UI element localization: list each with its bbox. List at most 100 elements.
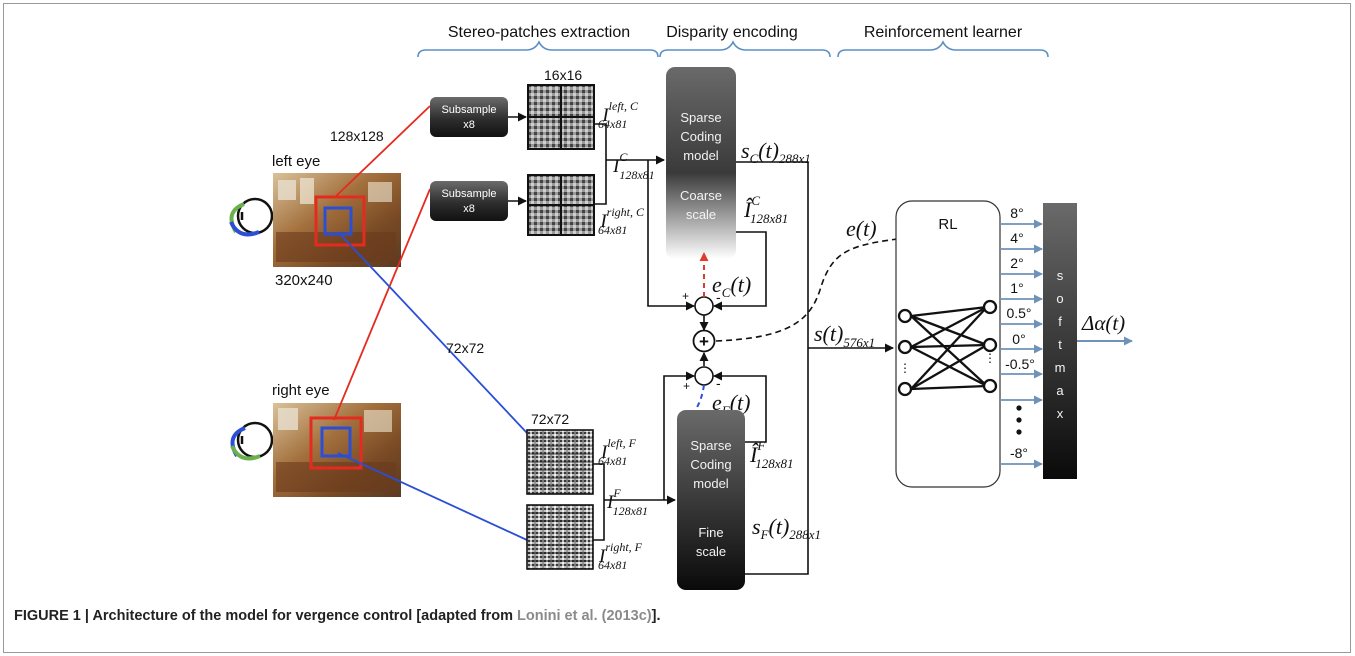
action-label-6: 0° xyxy=(1012,331,1025,347)
error-sum-node xyxy=(692,329,716,353)
svg-text:model: model xyxy=(693,476,729,491)
fine-input-to-error xyxy=(663,371,695,500)
svg-text:Coarse: Coarse xyxy=(680,188,722,203)
action-label-1: 8° xyxy=(1010,205,1023,221)
left-eye-label: left eye xyxy=(272,153,320,170)
action-label-7: -0.5° xyxy=(1005,356,1035,372)
left-eye-image xyxy=(273,173,401,267)
action-label-8: -8° xyxy=(1010,445,1028,461)
rl-box xyxy=(895,200,1001,488)
coarse-reconstruction-feedback xyxy=(713,231,767,311)
caption-citation-link[interactable]: Lonini et al. (2013c) xyxy=(517,608,652,624)
coarse-error-node xyxy=(694,296,714,316)
coarse-input-to-error xyxy=(647,160,695,311)
left-eye-icon xyxy=(229,197,274,237)
svg-text:x8: x8 xyxy=(463,203,475,215)
coarse-minus-sign: - xyxy=(716,289,721,305)
coarse-merge-bracket xyxy=(594,123,607,205)
fine-crop-size: 72x72 xyxy=(446,340,484,356)
bracket-stereo xyxy=(417,40,659,58)
subsample-box-left: Subsample x8 xyxy=(430,97,508,137)
svg-text:a: a xyxy=(1056,383,1064,398)
fine-merge-bracket xyxy=(593,463,605,541)
coarse-crop-line-left xyxy=(333,105,431,199)
svg-text:model: model xyxy=(683,148,719,163)
softmax-letters: s o f t m a x xyxy=(1055,268,1066,421)
svg-text:Subsample: Subsample xyxy=(441,188,496,200)
action-ellipsis xyxy=(1016,405,1022,435)
image-size-label: 320x240 xyxy=(275,272,333,289)
sparse-coding-coarse: Sparse Coding model Coarse scale xyxy=(666,67,736,259)
svg-text:scale: scale xyxy=(696,544,726,559)
section-title-stereo: Stereo-patches extraction xyxy=(448,24,630,41)
output-label: Δα(t) xyxy=(1081,311,1125,335)
svg-text:scale: scale xyxy=(686,207,716,222)
svg-text:Fine: Fine xyxy=(698,525,723,540)
sparse-coding-fine: Sparse Coding model Fine scale xyxy=(677,410,745,590)
svg-text:x: x xyxy=(1057,406,1064,421)
caption-text: FIGURE 1 | Architecture of the model for… xyxy=(14,608,518,624)
svg-text:Coding: Coding xyxy=(690,457,731,472)
svg-text:x8: x8 xyxy=(463,119,475,131)
fine-error-node xyxy=(694,366,714,386)
action-label-4: 1° xyxy=(1010,280,1023,296)
label-s: s(t)576x1 xyxy=(814,321,875,350)
label-e: e(t) xyxy=(846,216,877,241)
figure-caption: FIGURE 1 | Architecture of the model for… xyxy=(14,608,660,624)
coarse-patch-left xyxy=(527,84,595,150)
svg-text:t: t xyxy=(1058,337,1062,352)
s-merge-bracket xyxy=(736,161,809,575)
label-eC: eC(t) xyxy=(712,272,751,300)
label-sF: sF(t)288x1 xyxy=(752,514,821,542)
right-eye-icon xyxy=(230,421,274,461)
action-arrows xyxy=(1000,219,1043,469)
coarse-crop-size: 128x128 xyxy=(330,128,384,144)
coarse-patch-size: 16x16 xyxy=(544,67,582,83)
subsample-box-right: Subsample x8 xyxy=(430,181,508,221)
coarse-crop-line-right xyxy=(333,188,431,421)
rl-label: RL xyxy=(938,216,957,233)
svg-text:Sparse: Sparse xyxy=(680,110,721,125)
svg-text:Coding: Coding xyxy=(680,129,721,144)
coarse-plus-sign: + xyxy=(682,289,689,303)
error-signal-to-rl xyxy=(715,234,906,342)
caption-end: ]. xyxy=(651,608,661,624)
svg-text:f: f xyxy=(1058,314,1062,329)
softmax-bar xyxy=(1043,203,1077,479)
coarse-patch-right xyxy=(527,174,595,236)
right-eye-image xyxy=(273,403,401,497)
fine-minus-sign: - xyxy=(716,375,721,391)
sum-sign: + xyxy=(699,332,709,351)
fine-patch-left xyxy=(526,429,594,495)
fine-crop-line-right xyxy=(337,452,528,541)
rl-output-ellipsis: ⋮ xyxy=(984,351,996,365)
rl-network xyxy=(897,299,998,397)
svg-text:s: s xyxy=(1057,268,1064,283)
action-label-3: 2° xyxy=(1010,255,1023,271)
rl-input-ellipsis: ⋮ xyxy=(899,361,911,375)
section-title-rl: Reinforcement learner xyxy=(864,24,1023,41)
fine-patch-size: 72x72 xyxy=(531,411,569,427)
fine-crop-line-left xyxy=(337,231,528,434)
fine-reconstruction-feedback xyxy=(713,371,767,443)
right-eye-label: right eye xyxy=(272,382,330,399)
action-label-5: 0.5° xyxy=(1006,305,1031,321)
fine-patch-right xyxy=(526,504,594,570)
svg-text:Sparse: Sparse xyxy=(690,438,731,453)
bracket-rl xyxy=(837,40,1049,58)
action-label-2: 4° xyxy=(1010,230,1023,246)
bracket-disparity xyxy=(659,40,831,58)
svg-text:Subsample: Subsample xyxy=(441,104,496,116)
svg-text:m: m xyxy=(1055,360,1066,375)
svg-text:o: o xyxy=(1056,291,1063,306)
section-title-disparity: Disparity encoding xyxy=(666,24,798,41)
